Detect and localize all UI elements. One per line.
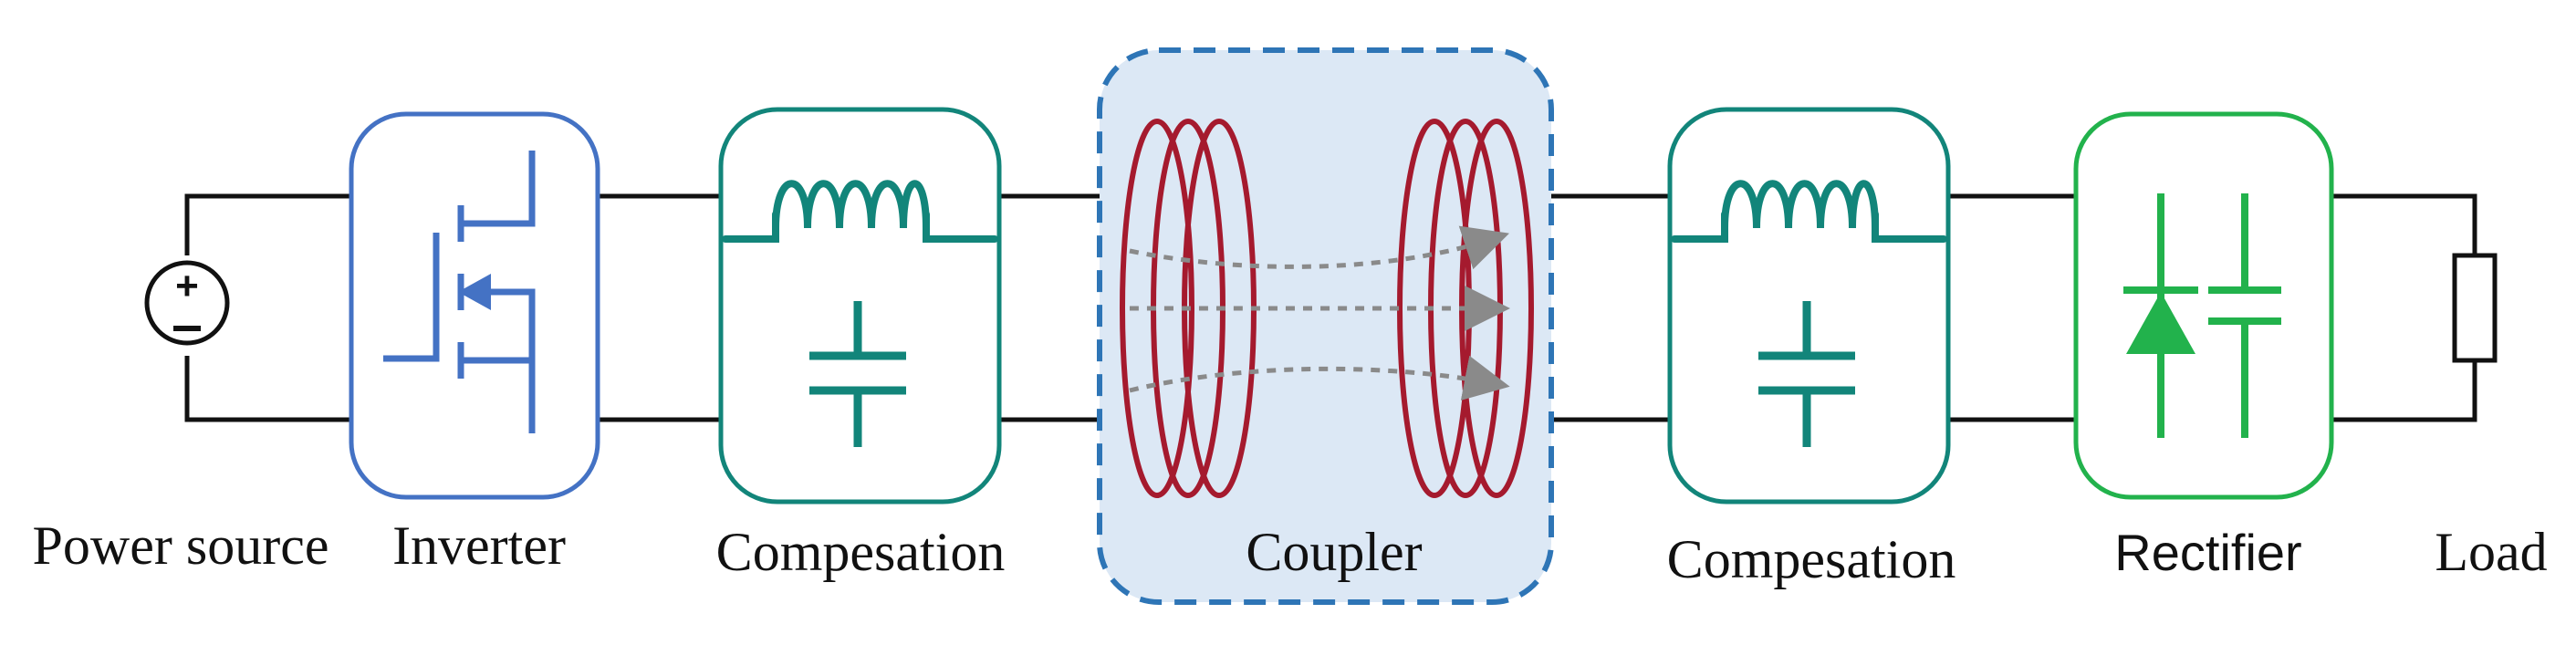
coupler-block xyxy=(1097,47,1554,605)
coupler-label: Coupler xyxy=(1246,522,1422,582)
mosfet-arrow-icon xyxy=(458,274,491,310)
power-source-label: Power source xyxy=(33,515,329,576)
compensation-primary-label: Compesation xyxy=(716,522,1006,582)
diode-icon xyxy=(2126,292,2195,354)
load-wire xyxy=(2331,193,2477,422)
capacitor-icon xyxy=(809,301,906,447)
inverter-block xyxy=(349,111,600,500)
compensation-primary-block xyxy=(718,107,1002,505)
capacitor-icon xyxy=(1758,301,1855,447)
rectifier-block xyxy=(2073,111,2334,500)
load-label: Load xyxy=(2435,522,2547,582)
inductor-icon xyxy=(1671,180,1947,243)
flux-arrow-icon xyxy=(1129,225,1509,270)
rectifier-label: Rectifier xyxy=(2114,524,2301,581)
compensation-secondary-label: Compesation xyxy=(1667,529,1956,589)
flux-arrows xyxy=(1129,225,1510,401)
compensation-secondary-block xyxy=(1667,107,1951,505)
flux-arrow-icon xyxy=(1129,355,1510,401)
resistor-icon xyxy=(2452,253,2498,363)
svg-text:+: + xyxy=(175,264,199,308)
inverter-label: Inverter xyxy=(392,515,566,576)
inductor-icon xyxy=(722,180,998,243)
dc-voltage-source-icon: + xyxy=(144,255,230,356)
